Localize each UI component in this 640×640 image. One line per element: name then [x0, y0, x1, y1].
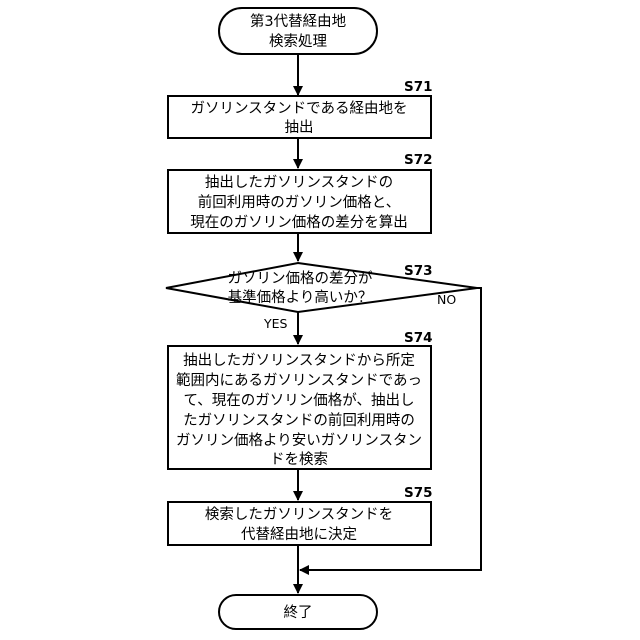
branch-label-yes: YES: [263, 316, 288, 331]
step-label-s74: S74: [404, 330, 433, 346]
process-s74-line-6: ドを検索: [270, 451, 328, 468]
process-box-s72: 抽出したガソリンスタンドの 前回利用時のガソリン価格と、 現在のガソリン価格の差…: [168, 170, 431, 233]
start-terminal-line-2: 検索処理: [269, 33, 327, 50]
process-s71-line-2: 抽出: [285, 119, 314, 136]
step-label-s73: S73: [404, 263, 433, 279]
process-s72-line-1: 抽出したガソリンスタンドの: [205, 174, 393, 191]
end-terminal: 終了: [219, 595, 377, 629]
step-label-s72: S72: [404, 152, 433, 168]
process-s74-line-1: 抽出したガソリンスタンドから所定: [183, 352, 415, 369]
decision-s73-line-1: ガソリン価格の差分が: [228, 270, 373, 287]
start-terminal: 第3代替経由地 検索処理: [219, 8, 377, 54]
process-s74-line-2: 範囲内にあるガソリンスタンドであっ: [176, 371, 422, 389]
step-label-s75: S75: [404, 485, 433, 501]
end-terminal-label: 終了: [284, 604, 313, 621]
process-s72-line-3: 現在のガソリン価格の差分を算出: [190, 214, 408, 231]
process-box-s75: 検索したガソリンスタンドを 代替経由地に決定: [168, 502, 431, 545]
start-terminal-line-1: 第3代替経由地: [250, 12, 346, 30]
process-s72-line-2: 前回利用時のガソリン価格と、: [198, 194, 400, 211]
decision-s73-line-2: 基準価格より高いか？: [228, 289, 373, 306]
process-s74-line-5: ガソリン価格より安いガソリンスタン: [176, 432, 422, 449]
process-box-s71: ガソリンスタンドである経由地を 抽出: [168, 96, 431, 138]
process-s74-line-3: て、現在のガソリン価格が、抽出し: [184, 392, 415, 409]
step-label-s71: S71: [404, 79, 433, 95]
process-s74-line-4: たガソリンスタンドの前回利用時の: [183, 412, 415, 429]
process-box-s74: 抽出したガソリンスタンドから所定 範囲内にあるガソリンスタンドであっ て、現在の…: [168, 346, 431, 469]
process-s71-line-1: ガソリンスタンドである経由地を: [190, 100, 407, 117]
process-s75-line-1: 検索したガソリンスタンドを: [205, 506, 393, 523]
branch-label-no: NO: [437, 292, 456, 307]
process-s75-line-2: 代替経由地に決定: [241, 526, 357, 543]
